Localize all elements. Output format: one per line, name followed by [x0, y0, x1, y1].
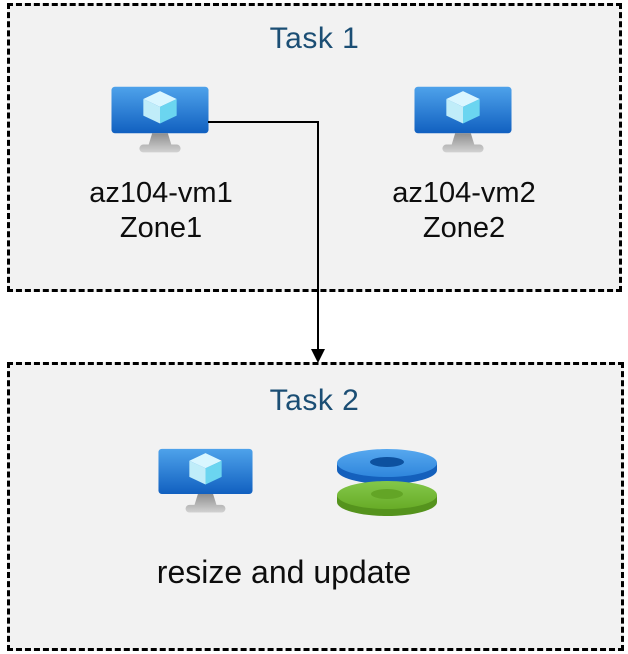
vm1-label: az104-vm1 Zone1 [56, 176, 266, 246]
managed-disks-icon [337, 449, 437, 516]
vm1-name-label: az104-vm1 [89, 177, 233, 209]
vm2-name-label: az104-vm2 [392, 177, 536, 209]
managed-disk-green-icon [337, 481, 437, 516]
task2-panel [7, 362, 624, 651]
arrowhead [311, 349, 325, 363]
task2-caption: resize and update [156, 554, 412, 590]
virtual-machine-icon [414, 86, 512, 159]
vm1-zone-label: Zone1 [119, 212, 203, 244]
vm2-label: az104-vm2 Zone2 [359, 176, 569, 246]
vm2-zone-label: Zone2 [422, 212, 506, 244]
virtual-machine-icon [111, 86, 209, 159]
virtual-machine-icon [158, 448, 253, 519]
task1-title: Task 1 [269, 22, 360, 55]
task2-title: Task 2 [269, 384, 360, 417]
managed-disk-blue-icon [337, 449, 437, 484]
